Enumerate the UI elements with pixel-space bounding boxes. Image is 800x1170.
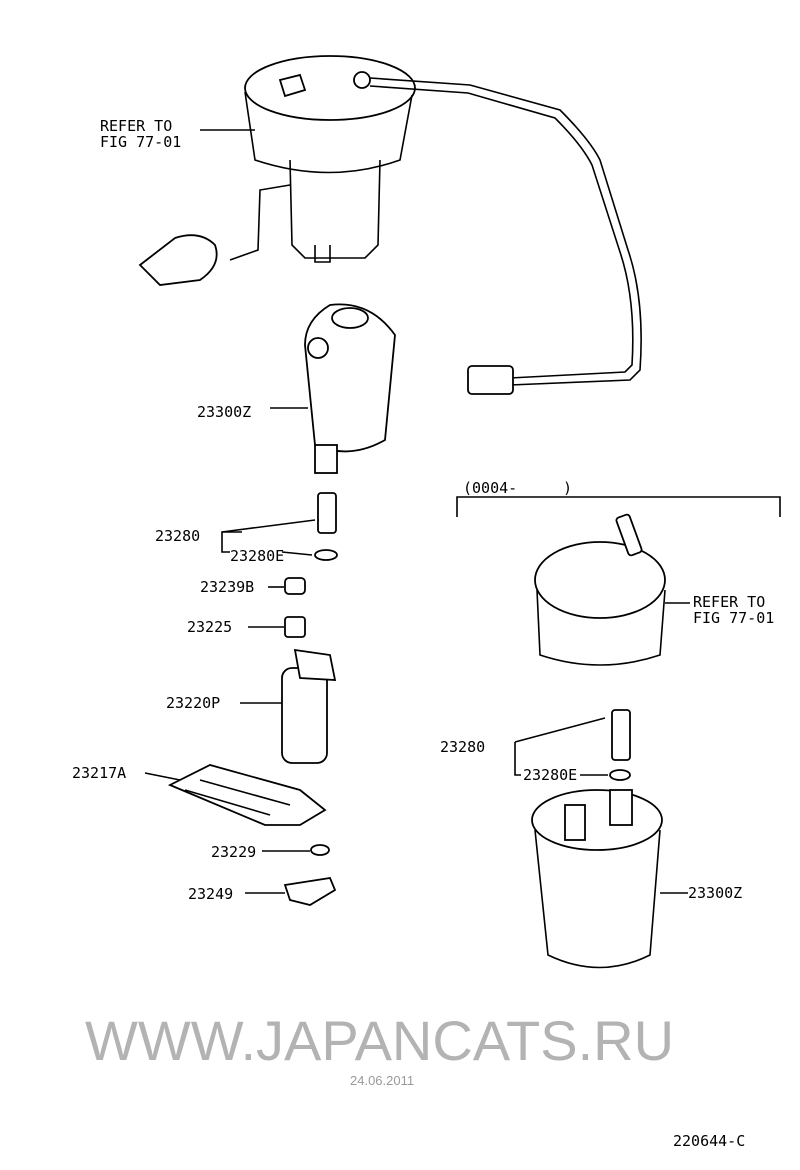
- fuel-pump-drawing: [240, 648, 337, 764]
- part-label-23239B[interactable]: 23239B: [200, 578, 254, 596]
- variant-refer-line2: FIG 77-01: [693, 609, 774, 627]
- watermark-date: 24.06.2011: [350, 1073, 414, 1088]
- part-label-23280[interactable]: 23280: [155, 527, 200, 545]
- variant-refer-line1: REFER TO: [693, 593, 765, 611]
- part-label-23220P[interactable]: 23220P: [166, 694, 220, 712]
- regulator-drawing: [221, 492, 338, 638]
- variant-part-label-23280E[interactable]: 23280E: [523, 766, 577, 784]
- variant-part-label-23280[interactable]: 23280: [440, 738, 485, 756]
- variant-range-close: ): [563, 479, 572, 497]
- part-label-23229[interactable]: 23229: [211, 843, 256, 861]
- strainer-drawing: [144, 764, 337, 906]
- part-label-23300Z[interactable]: 23300Z: [197, 403, 251, 421]
- part-label-23225[interactable]: 23225: [187, 618, 232, 636]
- variant-part-label-23300Z[interactable]: 23300Z: [688, 884, 742, 902]
- variant-drawing: [456, 496, 781, 969]
- refer-label-line1: REFER TO: [100, 117, 172, 135]
- fuel-filter-drawing: [270, 303, 396, 474]
- fuel-pump-module-drawing: [138, 55, 642, 395]
- figure-id: 220644-C: [673, 1132, 745, 1150]
- watermark-text: WWW.JAPANCATS.RU: [85, 1009, 674, 1072]
- part-label-23217A[interactable]: 23217A: [72, 764, 126, 782]
- variant-range-open: (0004-: [463, 479, 517, 497]
- part-label-23249[interactable]: 23249: [188, 885, 233, 903]
- part-label-23280E[interactable]: 23280E: [230, 547, 284, 565]
- refer-label-line2: FIG 77-01: [100, 133, 181, 151]
